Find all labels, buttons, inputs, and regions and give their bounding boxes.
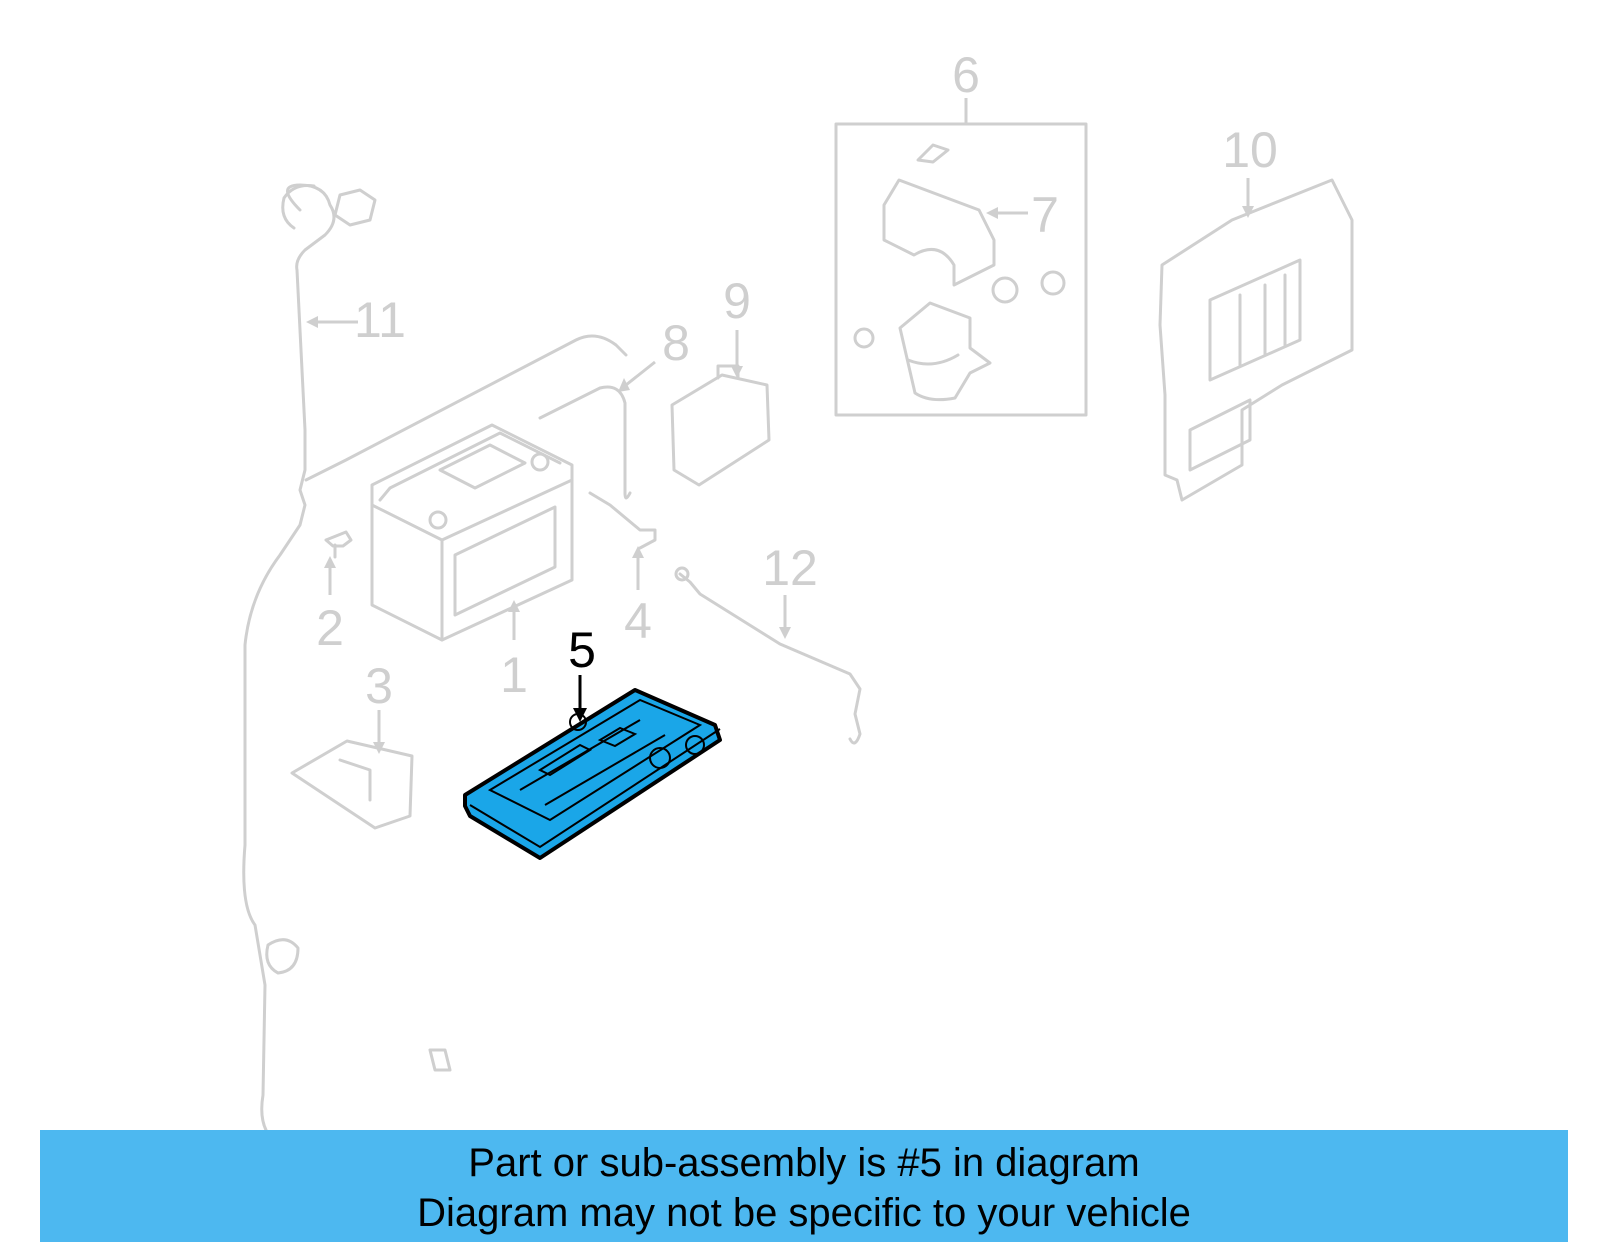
callout-labels: 1 2 3 4 5 6 7 8 9 10 11 12 [316,47,1278,714]
banner-line-2: Diagram may not be specific to your vehi… [417,1191,1191,1235]
part-11-battery-cable[interactable] [242,183,628,1130]
part-10-junction-block[interactable] [1158,178,1354,502]
callout-12: 12 [762,540,818,596]
part-6-fuse-box-assembly[interactable] [834,122,1088,417]
info-banner: Part or sub-assembly is #5 in diagram Di… [40,1130,1568,1242]
callout-9: 9 [723,273,751,329]
banner-line-1: Part or sub-assembly is #5 in diagram [468,1141,1140,1185]
callout-1: 1 [500,647,528,703]
part-3-bracket[interactable] [290,739,414,830]
part-12-ground-strap[interactable] [674,566,862,745]
callout-11: 11 [354,292,406,348]
part-5-battery-tray[interactable] [463,688,722,860]
callout-8: 8 [662,315,690,371]
callout-4: 4 [624,593,652,649]
callout-10: 10 [1222,122,1278,178]
part-9-relay[interactable] [670,364,771,487]
part-8-cable[interactable] [538,385,632,500]
part-1-battery[interactable] [370,423,574,642]
callout-6: 6 [952,47,980,103]
callout-5: 5 [568,622,596,678]
callout-arrows [306,98,1254,754]
callout-7: 7 [1031,187,1059,243]
part-2-screw[interactable] [324,530,353,559]
part-4-sensor-wire[interactable] [588,491,657,550]
parts-diagram: 1 2 3 4 5 6 7 8 9 10 11 12 [242,47,1354,1130]
callout-2: 2 [316,600,344,656]
callout-3: 3 [365,658,393,714]
